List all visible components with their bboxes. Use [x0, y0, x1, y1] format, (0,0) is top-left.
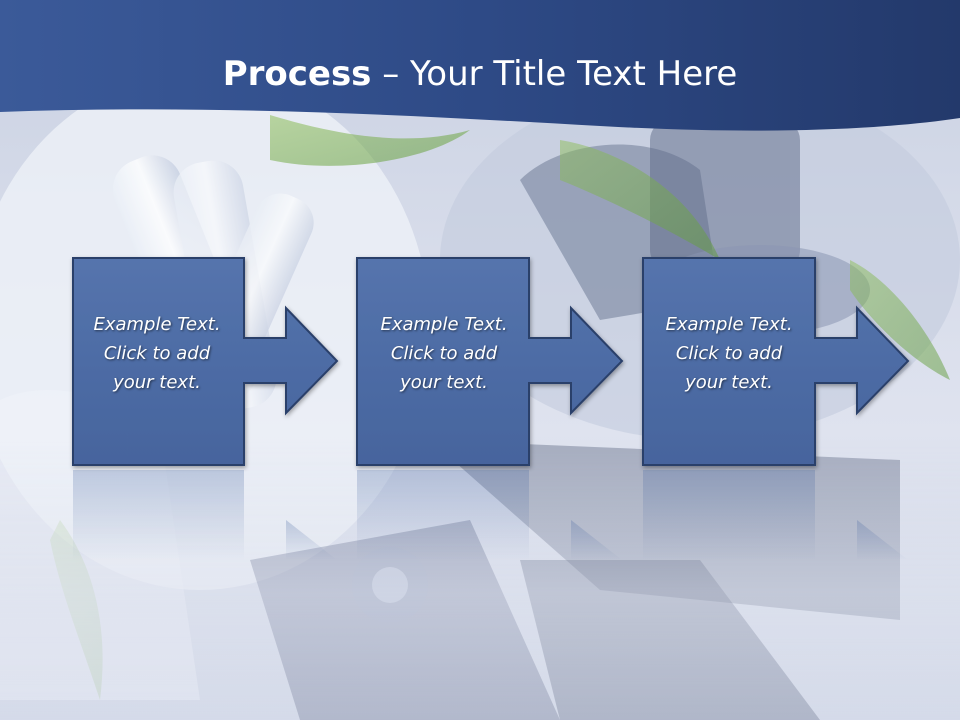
step-3-line-3: your text.: [685, 372, 773, 393]
title-banner: [0, 0, 960, 131]
process-step-3-text[interactable]: Example Text. Click to add your text.: [642, 310, 816, 397]
title-bold-text: Process: [222, 54, 372, 94]
process-step-2-text[interactable]: Example Text. Click to add your text.: [357, 310, 531, 397]
step-3-line-1: Example Text.: [665, 314, 793, 335]
process-step-1[interactable]: [72, 257, 339, 466]
process-step-2-reflection: [357, 470, 622, 560]
slide-title[interactable]: Process – Your Title Text Here: [0, 52, 960, 96]
step-1-line-2: Click to add: [103, 343, 211, 364]
title-rest-text: – Your Title Text Here: [371, 54, 738, 94]
process-step-2[interactable]: [356, 257, 624, 466]
step-2-line-3: your text.: [400, 372, 488, 393]
step-2-line-1: Example Text.: [380, 314, 508, 335]
step-3-line-2: Click to add: [675, 343, 783, 364]
process-step-3[interactable]: [642, 257, 910, 466]
step-1-line-1: Example Text.: [93, 314, 221, 335]
process-step-1-reflection: [73, 470, 337, 560]
step-1-line-3: your text.: [113, 372, 201, 393]
step-2-line-2: Click to add: [390, 343, 498, 364]
process-step-3-reflection: [643, 470, 908, 560]
process-step-1-text[interactable]: Example Text. Click to add your text.: [70, 310, 244, 397]
